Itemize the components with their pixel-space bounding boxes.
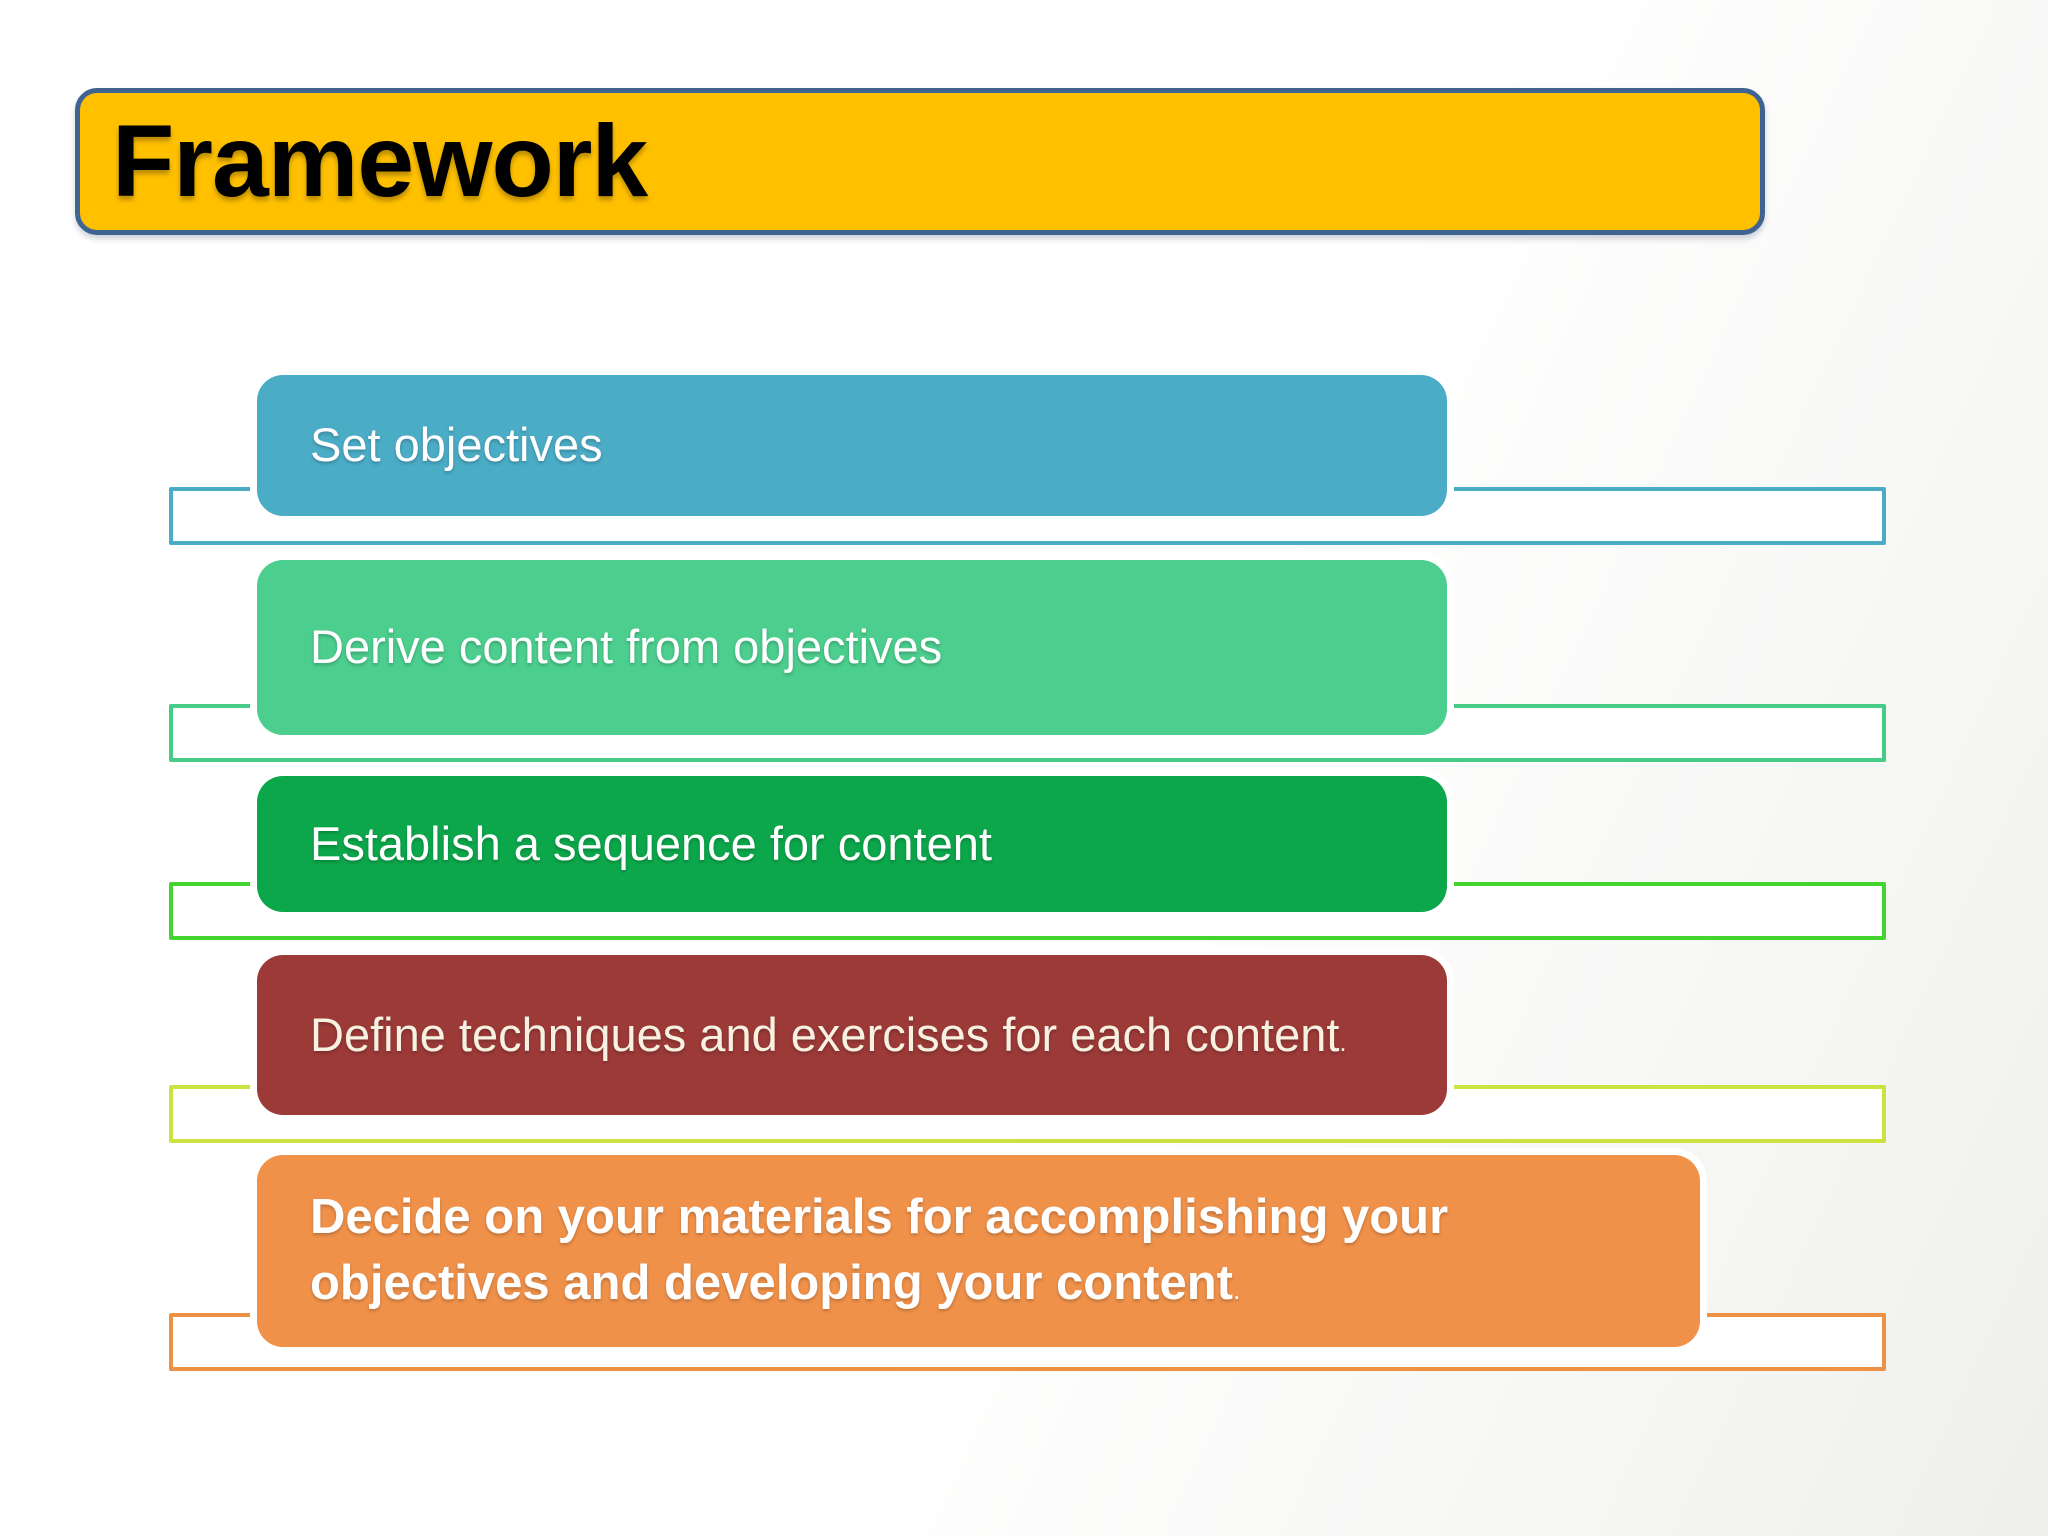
step-4-period: . (1339, 1028, 1347, 1057)
step-4-box: Define techniques and exercises for each… (257, 955, 1447, 1115)
step-3-box: Establish a sequence for content (257, 776, 1447, 912)
step-2-label: Derive content from objectives (310, 620, 943, 674)
step-3-label: Establish a sequence for content (310, 816, 992, 870)
slide-title: Framework (112, 104, 648, 218)
step-2-box: Derive content from objectives (257, 560, 1447, 735)
step-5-box: Decide on your materials for accomplishi… (257, 1155, 1700, 1347)
step-4-label: Define techniques and exercises for each… (310, 1007, 1347, 1061)
title-banner: Framework (75, 88, 1765, 235)
step-5-label: Decide on your materials for accomplishi… (310, 1190, 1449, 1310)
step-1-label: Set objectives (310, 418, 603, 472)
step-1-box: Set objectives (257, 375, 1447, 516)
step-5-period: . (1233, 1275, 1241, 1305)
